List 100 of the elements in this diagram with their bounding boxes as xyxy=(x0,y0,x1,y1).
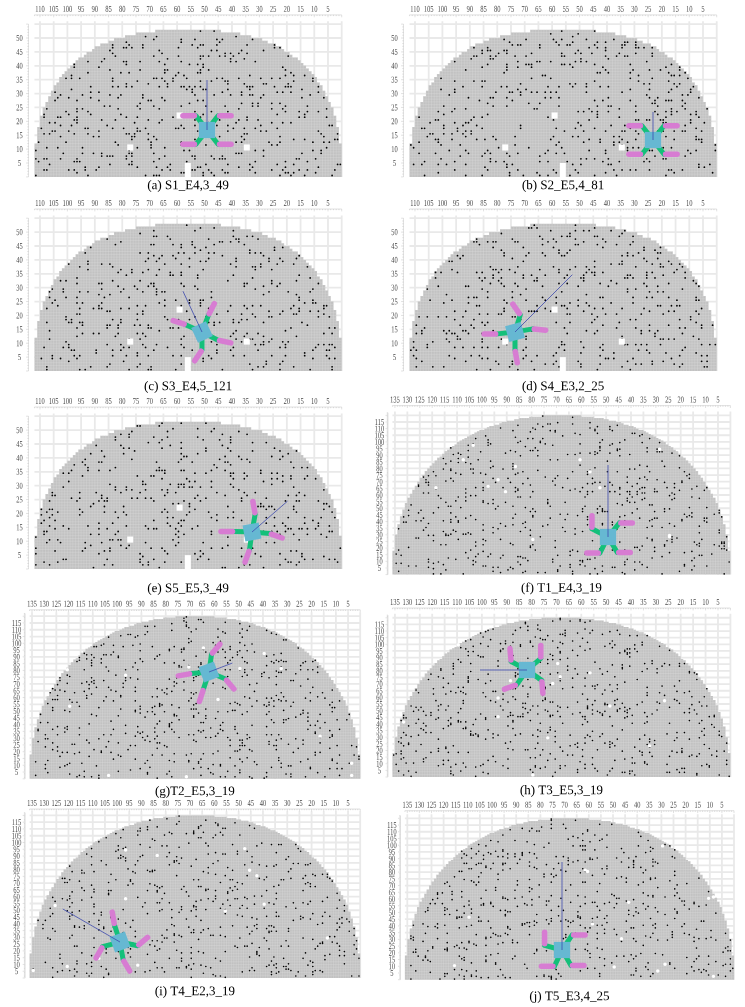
tick-label: 110 xyxy=(12,626,22,633)
tick-label: 65 xyxy=(376,687,383,694)
tick-label: 10 xyxy=(311,397,318,405)
tick-label: 10 xyxy=(686,199,693,207)
tick-label: 5 xyxy=(18,354,21,361)
tick-label: 95 xyxy=(501,801,508,808)
tick-label: 50 xyxy=(376,505,383,512)
tick-label: 30 xyxy=(13,934,20,941)
tick-label: 20 xyxy=(391,118,398,125)
tick-label: 55 xyxy=(188,5,194,12)
tick-label: 85 xyxy=(150,799,157,807)
tick-label: 35 xyxy=(376,727,383,734)
tick-label: 90 xyxy=(513,801,520,808)
tick-label: 70 xyxy=(146,5,153,12)
tick-label: 5 xyxy=(326,5,330,12)
tick-label: 45 xyxy=(247,600,254,607)
tick-label: 110 xyxy=(88,600,98,607)
tick-label: 25 xyxy=(16,298,23,305)
tick-label: 105 xyxy=(12,633,22,640)
tick-label: 65 xyxy=(535,5,542,12)
tick-label: 5 xyxy=(15,968,18,975)
tick-label: 40 xyxy=(603,199,610,207)
tick-label: 115 xyxy=(387,822,397,829)
tick-label: 25 xyxy=(16,496,23,503)
tick-label: 120 xyxy=(64,600,74,607)
tick-label: 75 xyxy=(541,396,547,403)
tick-label: 70 xyxy=(561,801,568,808)
tick-label: 90 xyxy=(376,654,383,661)
tick-label: 50 xyxy=(576,5,583,12)
tick-label: 100 xyxy=(112,600,122,607)
tick-label: 65 xyxy=(388,889,395,896)
tick-label: 50 xyxy=(603,396,610,403)
tick-label: 50 xyxy=(16,229,23,236)
tick-label: 40 xyxy=(376,518,383,525)
tick-label: 110 xyxy=(452,396,462,403)
tick-label: 85 xyxy=(516,396,523,403)
tick-label: 70 xyxy=(521,199,528,207)
tick-label: 70 xyxy=(187,600,194,607)
tick-label: 5 xyxy=(716,396,720,403)
tick-label: 75 xyxy=(133,5,139,12)
tick-label: 110 xyxy=(410,199,420,207)
tick-label: 30 xyxy=(631,5,638,12)
tick-label: 95 xyxy=(376,647,383,654)
tick-label: 120 xyxy=(64,799,74,807)
tick-label: 65 xyxy=(376,485,383,492)
tick-label: 35 xyxy=(388,929,395,936)
tick-label: 50 xyxy=(235,799,242,807)
tick-label: 75 xyxy=(133,398,139,404)
tick-label: 45 xyxy=(388,916,395,923)
tick-label: 45 xyxy=(391,243,398,249)
tick-label: 70 xyxy=(187,799,194,807)
tick-label: 70 xyxy=(376,478,383,485)
tick-label: 120 xyxy=(427,396,437,403)
tick-label: 40 xyxy=(391,62,398,69)
tick-label: 40 xyxy=(228,5,235,12)
tick-label: 5 xyxy=(716,599,720,605)
tick-label: 90 xyxy=(503,396,510,403)
caption: (j) T5_E3,4_25 xyxy=(529,991,609,1003)
tick-label: 105 xyxy=(100,600,110,607)
tick-label: 10 xyxy=(16,538,23,545)
tick-label: 125 xyxy=(415,396,425,403)
tick-label: 75 xyxy=(175,600,181,607)
tick-label: 55 xyxy=(13,701,20,708)
tick-label: 105 xyxy=(49,199,59,207)
tick-label: 40 xyxy=(627,396,634,403)
tick-label: 65 xyxy=(565,599,572,606)
tick-label: 100 xyxy=(438,199,447,207)
tick-label: 75 xyxy=(389,875,395,882)
tick-label: 70 xyxy=(389,882,395,889)
tick-label: 35 xyxy=(391,270,398,277)
tick-label: 85 xyxy=(13,859,20,866)
tick-label: 20 xyxy=(16,312,23,319)
tick-label: 100 xyxy=(112,799,122,807)
tick-label: 50 xyxy=(16,427,23,434)
tick-label: 95 xyxy=(491,599,498,606)
tick-label: 40 xyxy=(627,598,634,606)
tick-label: 60 xyxy=(174,5,181,12)
tick-label: 10 xyxy=(13,762,20,769)
tick-label: 110 xyxy=(375,628,384,635)
tick-label: 15 xyxy=(695,801,701,808)
tick-label: 15 xyxy=(389,956,395,963)
tick-label: 65 xyxy=(199,600,206,607)
tick-label: 20 xyxy=(677,396,684,403)
tick-label: 80 xyxy=(537,801,544,808)
tick-label: 20 xyxy=(13,748,20,755)
tick-label: 85 xyxy=(480,199,487,207)
tick-label: 35 xyxy=(13,728,20,735)
tick-label: 10 xyxy=(707,801,713,808)
tick-label: 5 xyxy=(701,200,705,206)
tick-label: 5 xyxy=(326,398,330,404)
tick-label: 35 xyxy=(617,5,624,12)
tick-label: 30 xyxy=(256,199,263,207)
tick-label: 135 xyxy=(390,396,400,403)
tick-label: 40 xyxy=(376,720,383,727)
tick-label: 120 xyxy=(427,598,437,606)
tick-label: 30 xyxy=(391,90,398,97)
tick-label: 135 xyxy=(27,800,37,807)
tick-label: 5 xyxy=(378,767,381,774)
tick-label: 35 xyxy=(376,525,383,532)
tick-label: 10 xyxy=(376,558,383,565)
